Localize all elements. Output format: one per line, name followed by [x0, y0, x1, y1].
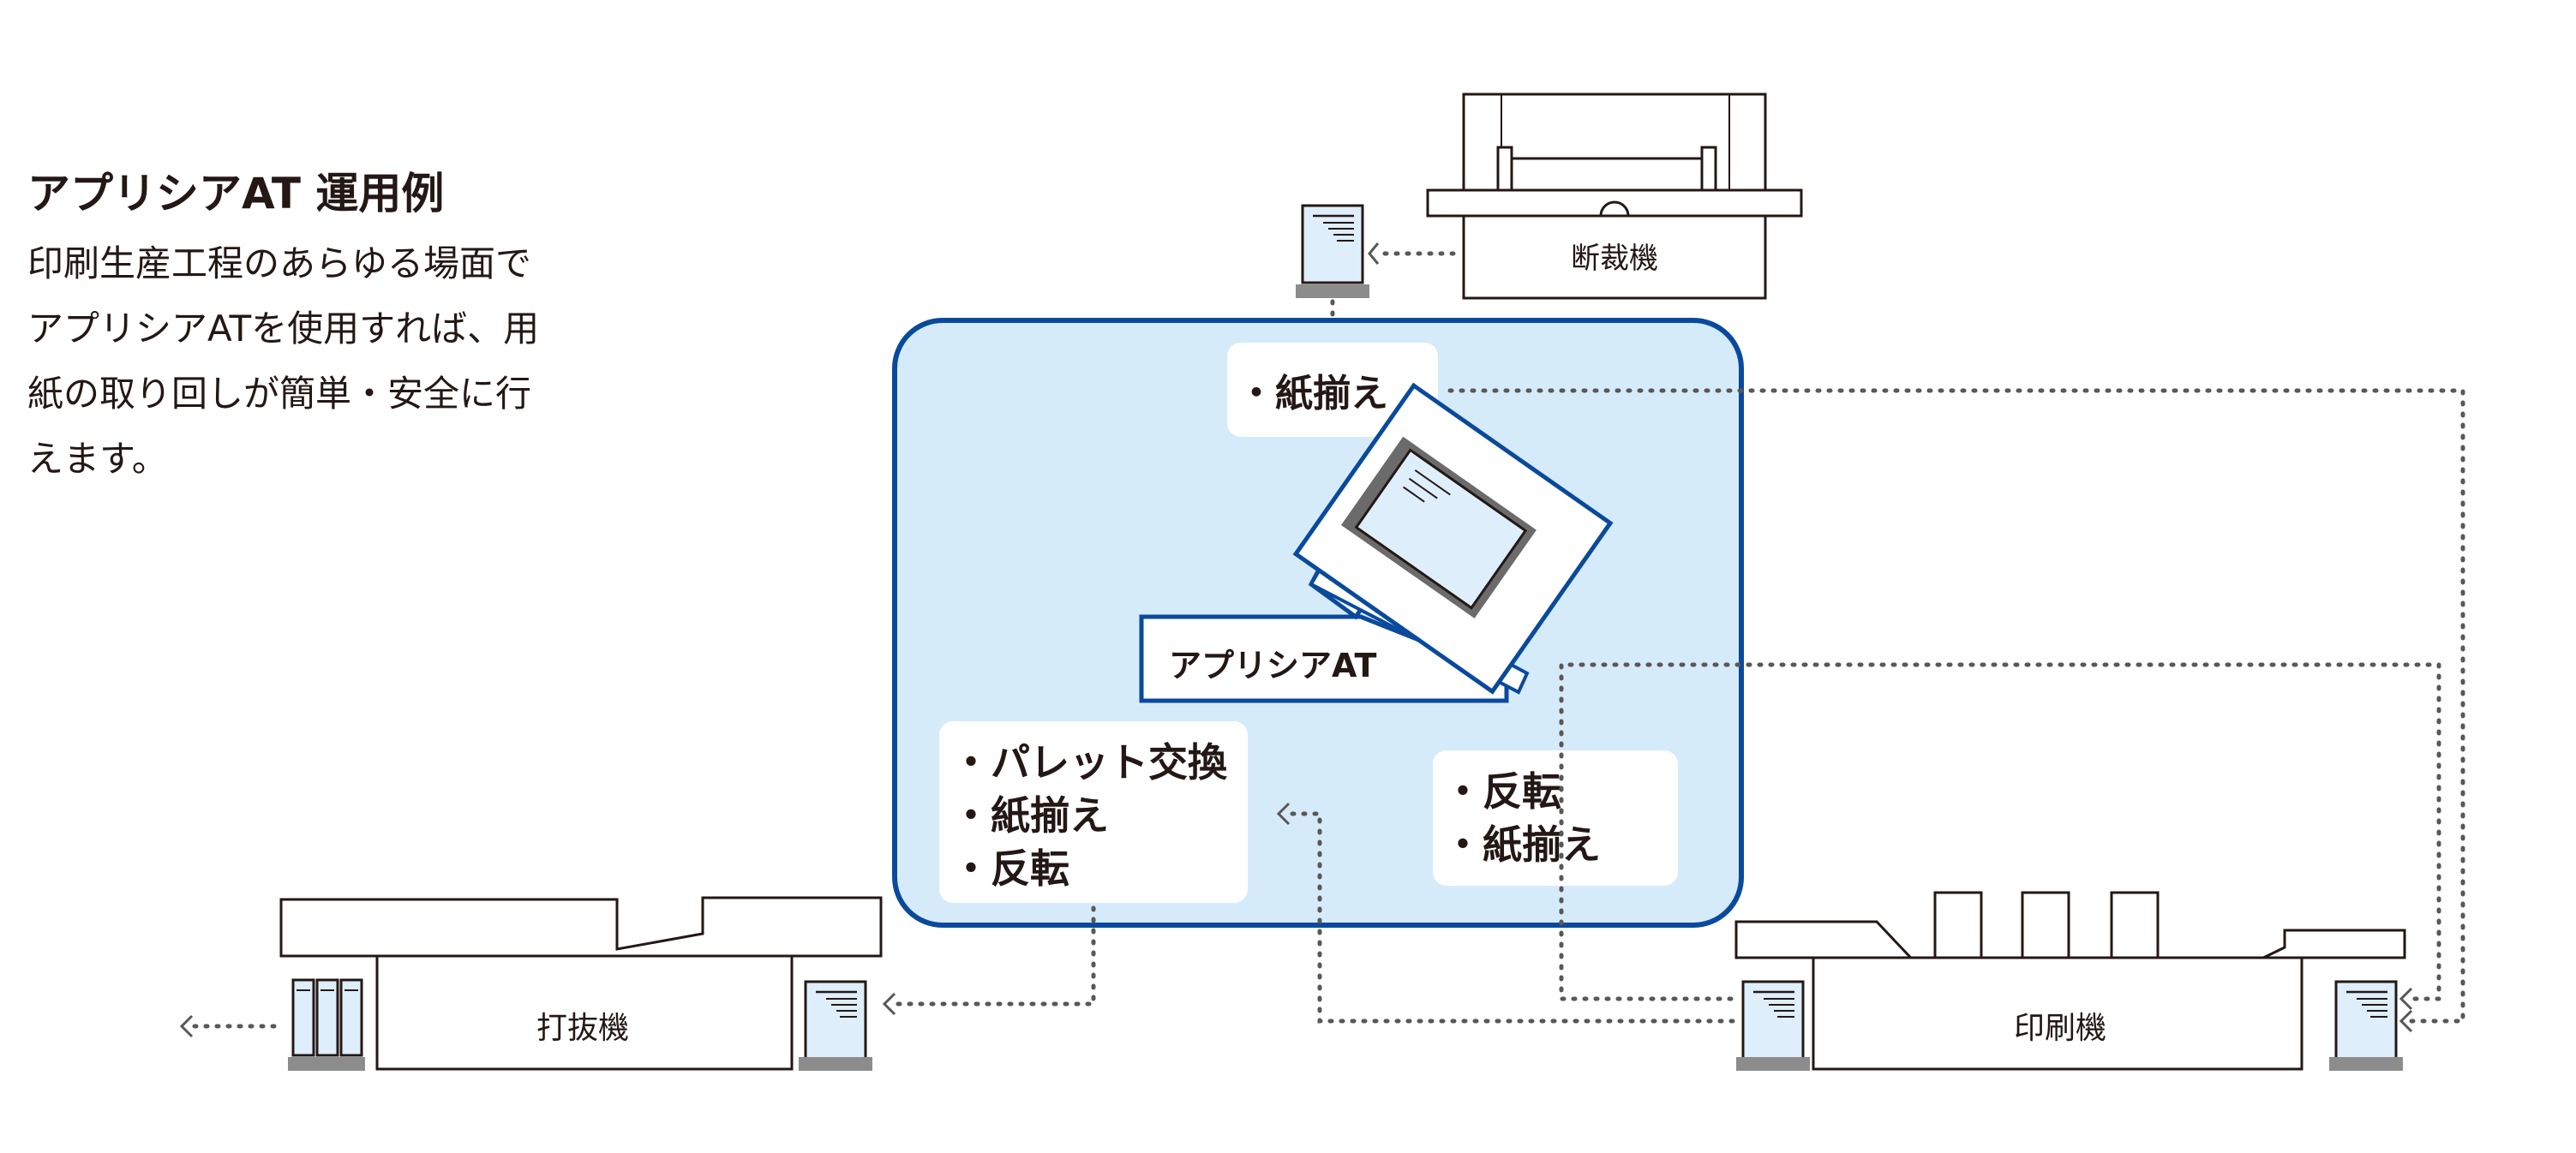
flow-applisia-to-press	[1447, 388, 2465, 1024]
callout-top: ・紙揃え	[1227, 343, 1438, 437]
arrow-head-icon	[2399, 987, 2413, 1011]
die-cutter-feed-stack	[799, 980, 872, 1071]
description-line: えます。	[27, 438, 168, 480]
cutter-label: 断裁機	[1571, 242, 1658, 276]
callout-right-item: ・反転	[1443, 768, 1561, 815]
flow-applisia-to-die-cutter	[892, 905, 1096, 1007]
description-line: 紙の取り回しが簡単・安全に行	[27, 373, 532, 415]
printing-press-delivery-stack	[2329, 980, 2403, 1071]
callout-left-item: ・紙揃え	[951, 792, 1109, 839]
cutter-machine: 断裁機	[1426, 93, 1803, 300]
description-line: アプリシアATを使用すれば、用	[27, 308, 540, 349]
callout-right-item: ・紙揃え	[1443, 821, 1601, 868]
applisia-at-machine: アプリシアAT	[1139, 382, 1614, 703]
arrow-head-icon	[1276, 802, 1291, 826]
flow-press-to-applisia	[1286, 811, 1735, 1024]
diagram-title: アプリシアAT 運用例	[27, 169, 445, 218]
arrow-head-icon	[1368, 242, 1380, 265]
callout-left: ・パレット交換 ・紙揃え ・反転	[939, 721, 1248, 903]
callout-left-item: ・反転	[951, 845, 1069, 892]
arrow-head-icon	[179, 1014, 194, 1038]
callout-left-item: ・パレット交換	[951, 739, 1228, 786]
die-cutter-label: 打抜機	[536, 1011, 629, 1046]
die-cutter-exit-stack	[288, 978, 365, 1071]
callout-right: ・反転 ・紙揃え	[1433, 750, 1678, 886]
arrow-head-icon	[882, 992, 896, 1016]
arrow-head-icon	[2399, 1009, 2413, 1033]
description: 印刷生産工程のあらゆる場面で アプリシアATを使用すれば、用 紙の取り回しが簡単…	[27, 231, 539, 492]
applisia-at-label: アプリシアAT	[1169, 647, 1376, 684]
description-line: 印刷生産工程のあらゆる場面で	[27, 242, 532, 284]
die-cutter-machine: 打抜機	[279, 896, 883, 1071]
printing-press-label: 印刷機	[2014, 1011, 2106, 1046]
cutter-paper-stack	[1296, 204, 1369, 298]
printing-press-feed-stack	[1736, 980, 1810, 1071]
printing-press-machine: 印刷機	[1734, 891, 2406, 1071]
callout-top-item: ・紙揃え	[1237, 372, 1388, 415]
